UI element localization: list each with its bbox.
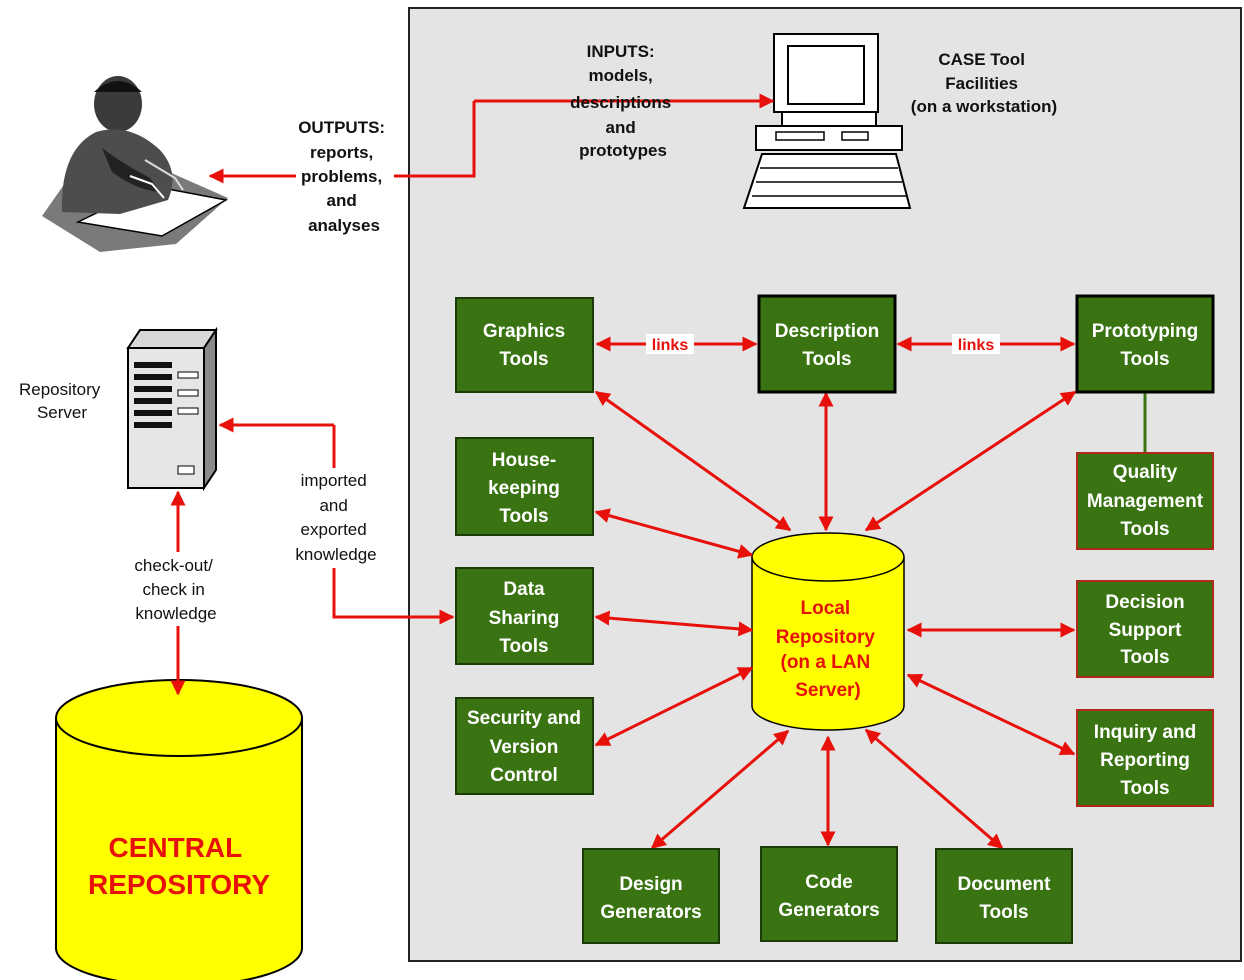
central-repository-label: CENTRAL REPOSITORY xyxy=(88,832,270,900)
imported-exported-label: imported and exported knowledge xyxy=(295,471,376,564)
workstation-label: CASE Tool Facilities (on a workstation) xyxy=(911,50,1057,116)
local-repository-cylinder xyxy=(751,532,905,731)
analyst-illustration xyxy=(42,76,229,252)
checkout-label: check-out/ check in knowledge xyxy=(134,556,217,623)
workstation-computer-icon xyxy=(742,33,912,209)
inputs-label: INPUTS: models, descriptions and prototy… xyxy=(570,42,676,160)
repository-server-label: Repository Server xyxy=(19,380,105,422)
central-repository-cylinder xyxy=(55,679,303,980)
outputs-label: OUTPUTS: reports, problems, and analyses xyxy=(298,118,390,235)
link-label-1: links xyxy=(652,337,689,354)
local-repository-label: Local Repository (on a LAN Server) xyxy=(776,598,881,701)
link-label-2: links xyxy=(958,337,995,354)
repository-server-icon xyxy=(126,326,218,492)
